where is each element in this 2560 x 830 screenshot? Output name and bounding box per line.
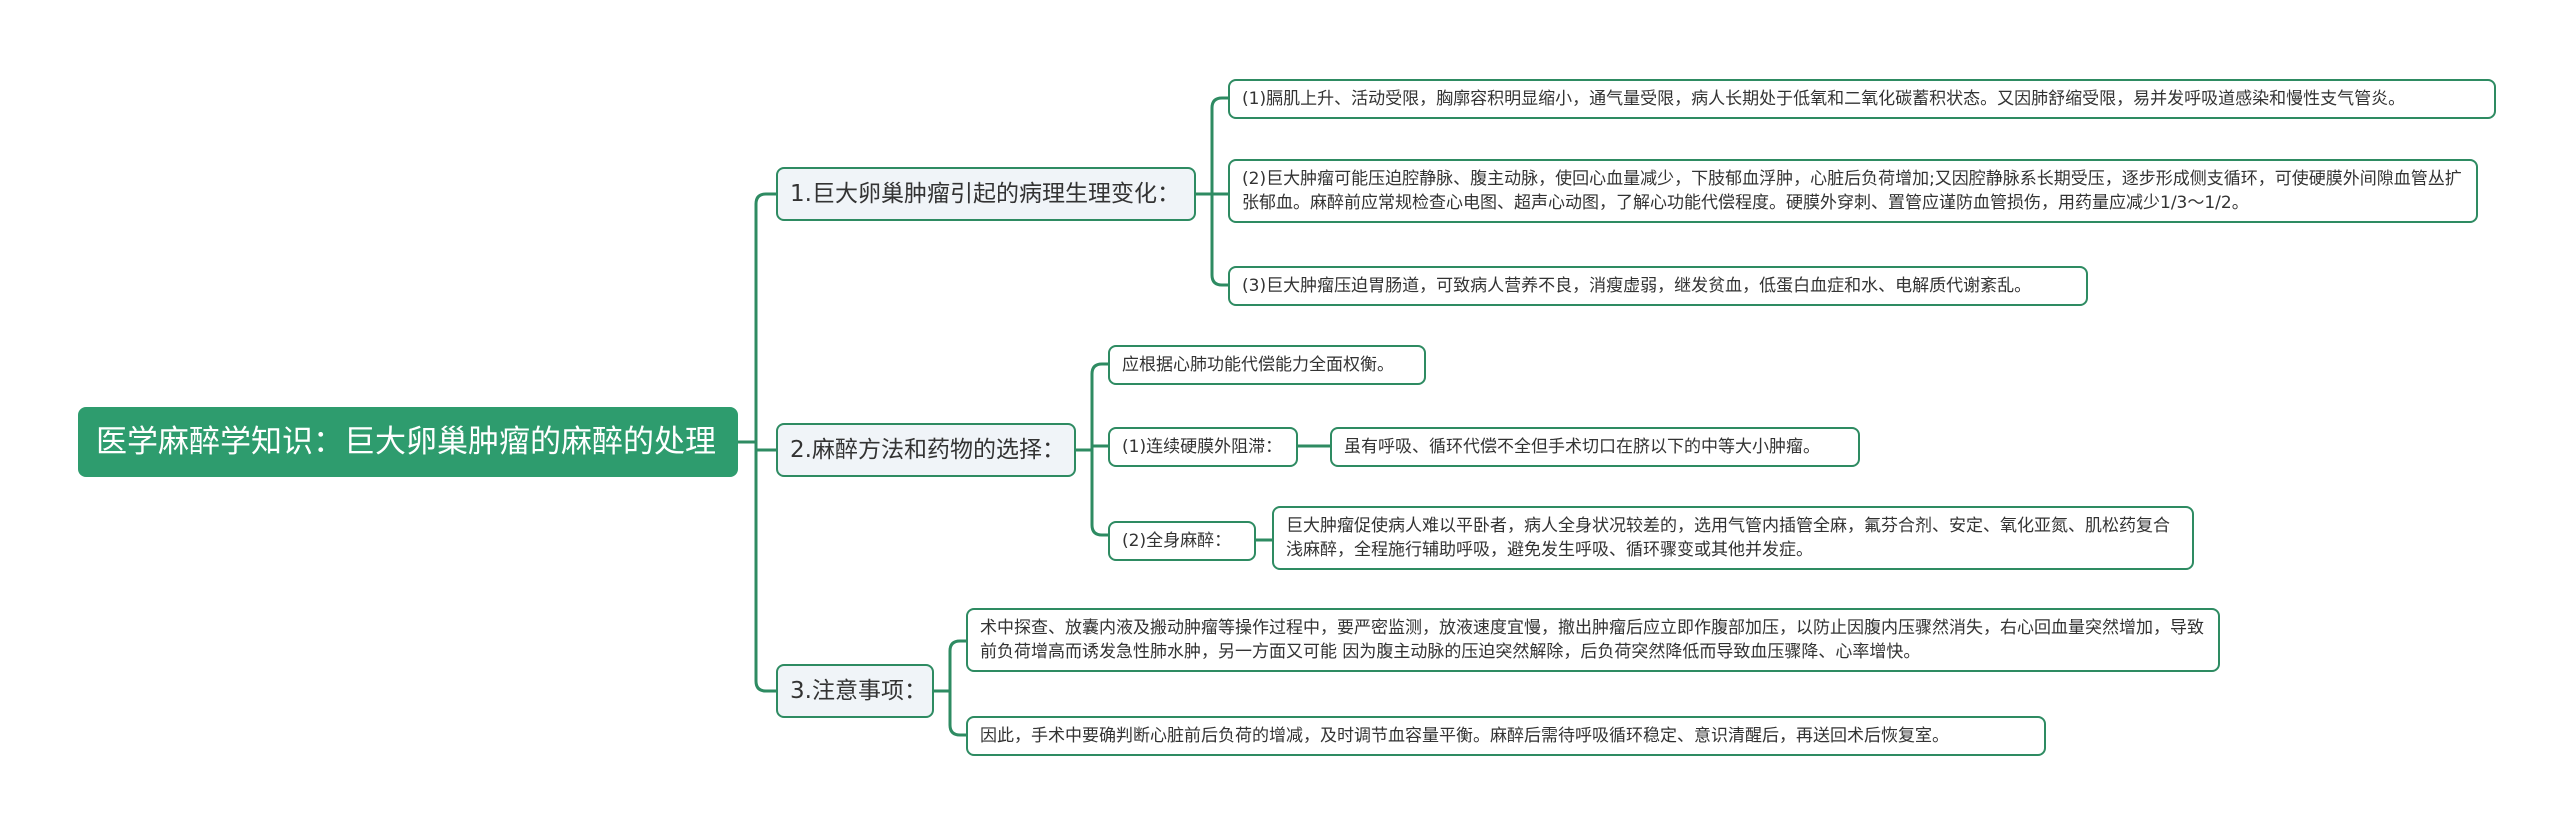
root-topic[interactable]: 医学麻醉学知识：巨大卵巢肿瘤的麻醉的处理 [78,407,738,477]
branch-anesthesia-method[interactable]: 2.麻醉方法和药物的选择： [776,423,1076,477]
method-epidural[interactable]: (1)连续硬膜外阻滞： [1108,427,1298,467]
method-general-principle[interactable]: 应根据心肺功能代偿能力全面权衡。 [1108,345,1426,385]
pathophysiology-item-1[interactable]: (1)膈肌上升、活动受限，胸廓容积明显缩小，通气量受限，病人长期处于低氧和二氧化… [1228,79,2496,119]
branch-pathophysiology[interactable]: 1.巨大卵巢肿瘤引起的病理生理变化： [776,167,1196,221]
precaution-item-2[interactable]: 因此，手术中要确判断心脏前后负荷的增减，及时调节血容量平衡。麻醉后需待呼吸循环稳… [966,716,2046,756]
branch-precautions[interactable]: 3.注意事项： [776,664,934,718]
method-general-anesthesia-detail[interactable]: 巨大肿瘤促使病人难以平卧者，病人全身状况较差的，选用气管内插管全麻，氟芬合剂、安… [1272,506,2194,570]
precaution-item-1[interactable]: 术中探查、放囊内液及搬动肿瘤等操作过程中，要严密监测，放液速度宜慢，撤出肿瘤后应… [966,608,2220,672]
pathophysiology-item-2[interactable]: (2)巨大肿瘤可能压迫腔静脉、腹主动脉，使回心血量减少，下肢郁血浮肿，心脏后负荷… [1228,159,2478,223]
method-epidural-detail[interactable]: 虽有呼吸、循环代偿不全但手术切口在脐以下的中等大小肿瘤。 [1330,427,1860,467]
pathophysiology-item-3[interactable]: (3)巨大肿瘤压迫胃肠道，可致病人营养不良，消瘦虚弱，继发贫血，低蛋白血症和水、… [1228,266,2088,306]
method-general-anesthesia[interactable]: (2)全身麻醉： [1108,521,1256,561]
